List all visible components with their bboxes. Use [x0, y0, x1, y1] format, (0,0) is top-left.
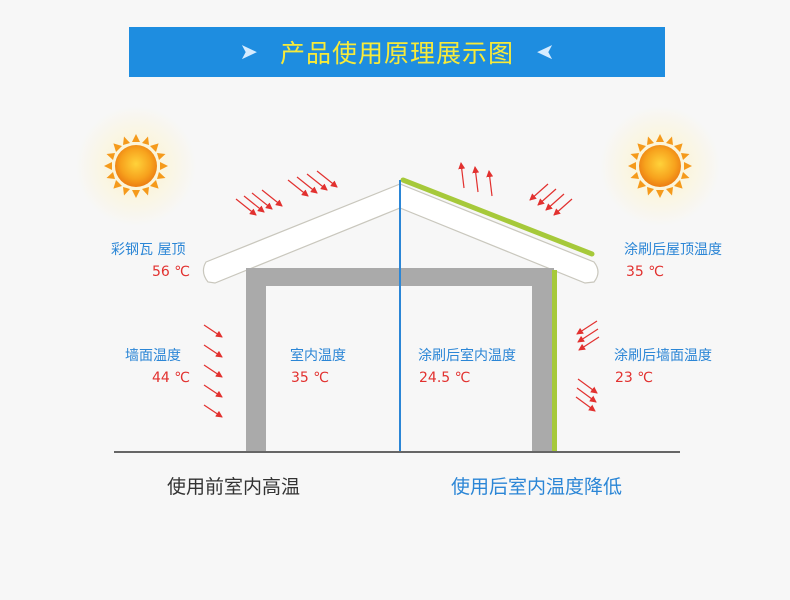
heat-arrows-wall-left	[203, 324, 223, 418]
sun-icon	[76, 106, 196, 226]
heat-arrows-roof-left	[235, 170, 338, 216]
roof-label-right: 涂刷后屋顶温度	[624, 242, 722, 258]
house-walls	[246, 268, 554, 452]
sun-icon	[600, 106, 720, 226]
indoor-temp-right: 24.5 ℃	[419, 370, 471, 386]
roof-temp-left: 56 ℃	[152, 264, 190, 280]
wall-label-left: 墙面温度	[125, 348, 181, 364]
arrow-right-icon: ➤	[239, 39, 258, 65]
reflect-arrows-roof-up	[458, 162, 494, 197]
indoor-label-left: 室内温度	[290, 348, 346, 364]
wall-temp-right: 23 ℃	[615, 370, 653, 386]
page-title: 产品使用原理展示图	[279, 39, 514, 68]
reflect-arrows-wall-right	[575, 378, 598, 412]
wall-temp-left: 44 ℃	[152, 370, 190, 386]
caption-after: 使用后室内温度降低	[451, 476, 623, 498]
indoor-label-right: 涂刷后室内温度	[418, 348, 516, 364]
title-banner: ➤ 产品使用原理展示图 ➤	[129, 27, 665, 77]
indoor-temp-left: 35 ℃	[291, 370, 329, 386]
roof-label-left: 彩钢瓦 屋顶	[111, 242, 186, 258]
coating-layer	[400, 177, 595, 452]
heat-arrows-wall-right-in	[576, 320, 600, 351]
roof-temp-right: 35 ℃	[626, 264, 664, 280]
caption-before: 使用前室内高温	[167, 476, 301, 498]
wall-label-right: 涂刷后墙面温度	[614, 348, 712, 364]
heat-arrows-roof-right	[529, 183, 573, 216]
